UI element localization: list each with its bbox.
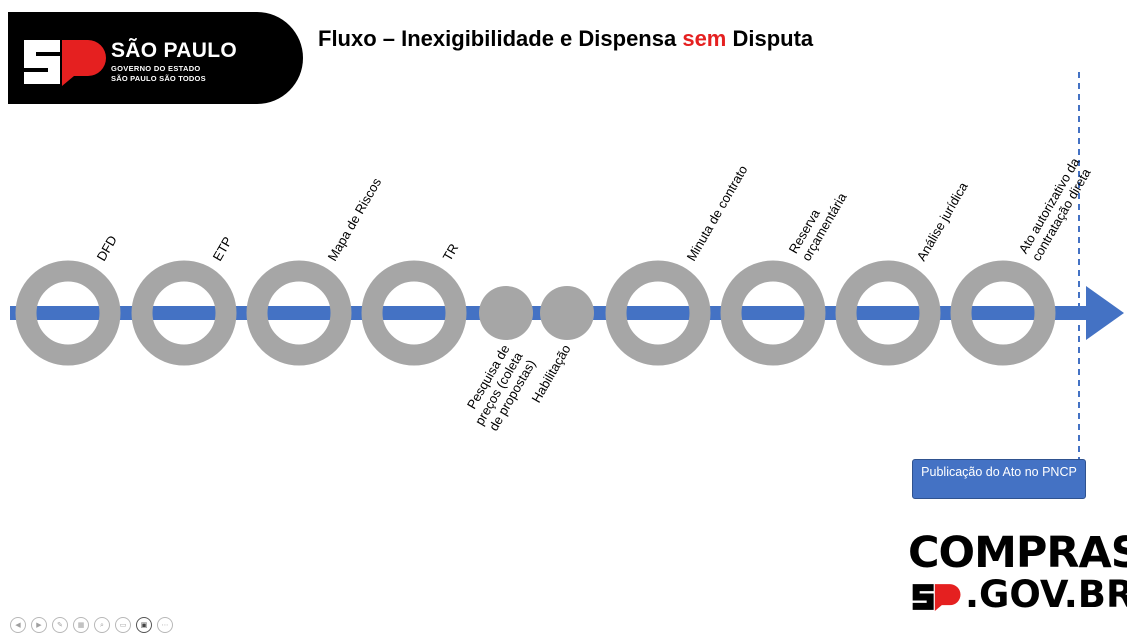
title-highlight: sem <box>682 26 727 51</box>
step-label: ETP <box>210 234 236 263</box>
step-dot <box>479 286 533 340</box>
sao-paulo-logo: SÃO PAULO GOVERNO DO ESTADO SÃO PAULO SÃ… <box>8 12 303 104</box>
publication-box: Publicação do Ato no PNCP <box>912 459 1086 499</box>
step-ring <box>720 260 826 366</box>
step-label: Mapa de Riscos <box>325 175 385 264</box>
govbr-logo: .GOV.BR <box>908 576 1127 613</box>
sp-logo-icon <box>24 40 106 86</box>
page-title: Fluxo – Inexigibilidade e Dispensa sem D… <box>318 26 813 52</box>
step-dot <box>540 286 594 340</box>
step-ring <box>835 260 941 366</box>
step-ring <box>950 260 1056 366</box>
compras-logo-text: COMPRAS <box>908 528 1127 578</box>
step-label: TR <box>440 241 462 264</box>
timeline-arrow-head <box>1086 286 1124 340</box>
step-label: Reservaorçamentária <box>786 182 850 263</box>
prev-icon[interactable]: ◀ <box>10 617 26 633</box>
next-icon[interactable]: ▶ <box>31 617 47 633</box>
title-part-1: Fluxo – Inexigibilidade e Dispensa <box>318 26 683 51</box>
step-label: Análise jurídica <box>914 179 971 264</box>
title-part-2: Disputa <box>726 26 814 51</box>
slides-icon[interactable]: ▦ <box>73 617 89 633</box>
pen-icon[interactable]: ✎ <box>52 617 68 633</box>
govbr-text: .GOV.BR <box>965 573 1127 616</box>
step-label: Pesquisa depreços (coletade propostas) <box>459 341 539 435</box>
step-label: DFD <box>94 233 120 264</box>
subtitles-icon[interactable]: ▭ <box>115 617 131 633</box>
logo-subtitle: GOVERNO DO ESTADO <box>111 64 201 73</box>
step-ring <box>605 260 711 366</box>
step-label: Habilitação <box>528 342 573 405</box>
step-ring <box>246 260 352 366</box>
logo-title: SÃO PAULO <box>111 39 237 62</box>
logo-slogan: SÃO PAULO SÃO TODOS <box>111 74 206 83</box>
zoom-icon[interactable]: ⌕ <box>94 617 110 633</box>
more-icon[interactable]: ⋯ <box>157 617 173 633</box>
step-label: Minuta de contrato <box>684 163 751 264</box>
step-ring <box>361 260 467 366</box>
sp-small-logo-icon <box>912 584 961 611</box>
step-ring <box>131 260 237 366</box>
step-ring <box>15 260 121 366</box>
step-label: Ato autorizativo dacontratação direta <box>1016 155 1096 264</box>
camera-icon[interactable]: ▣ <box>136 617 152 633</box>
slide-controls: ◀ ▶ ✎ ▦ ⌕ ▭ ▣ ⋯ <box>10 617 173 633</box>
